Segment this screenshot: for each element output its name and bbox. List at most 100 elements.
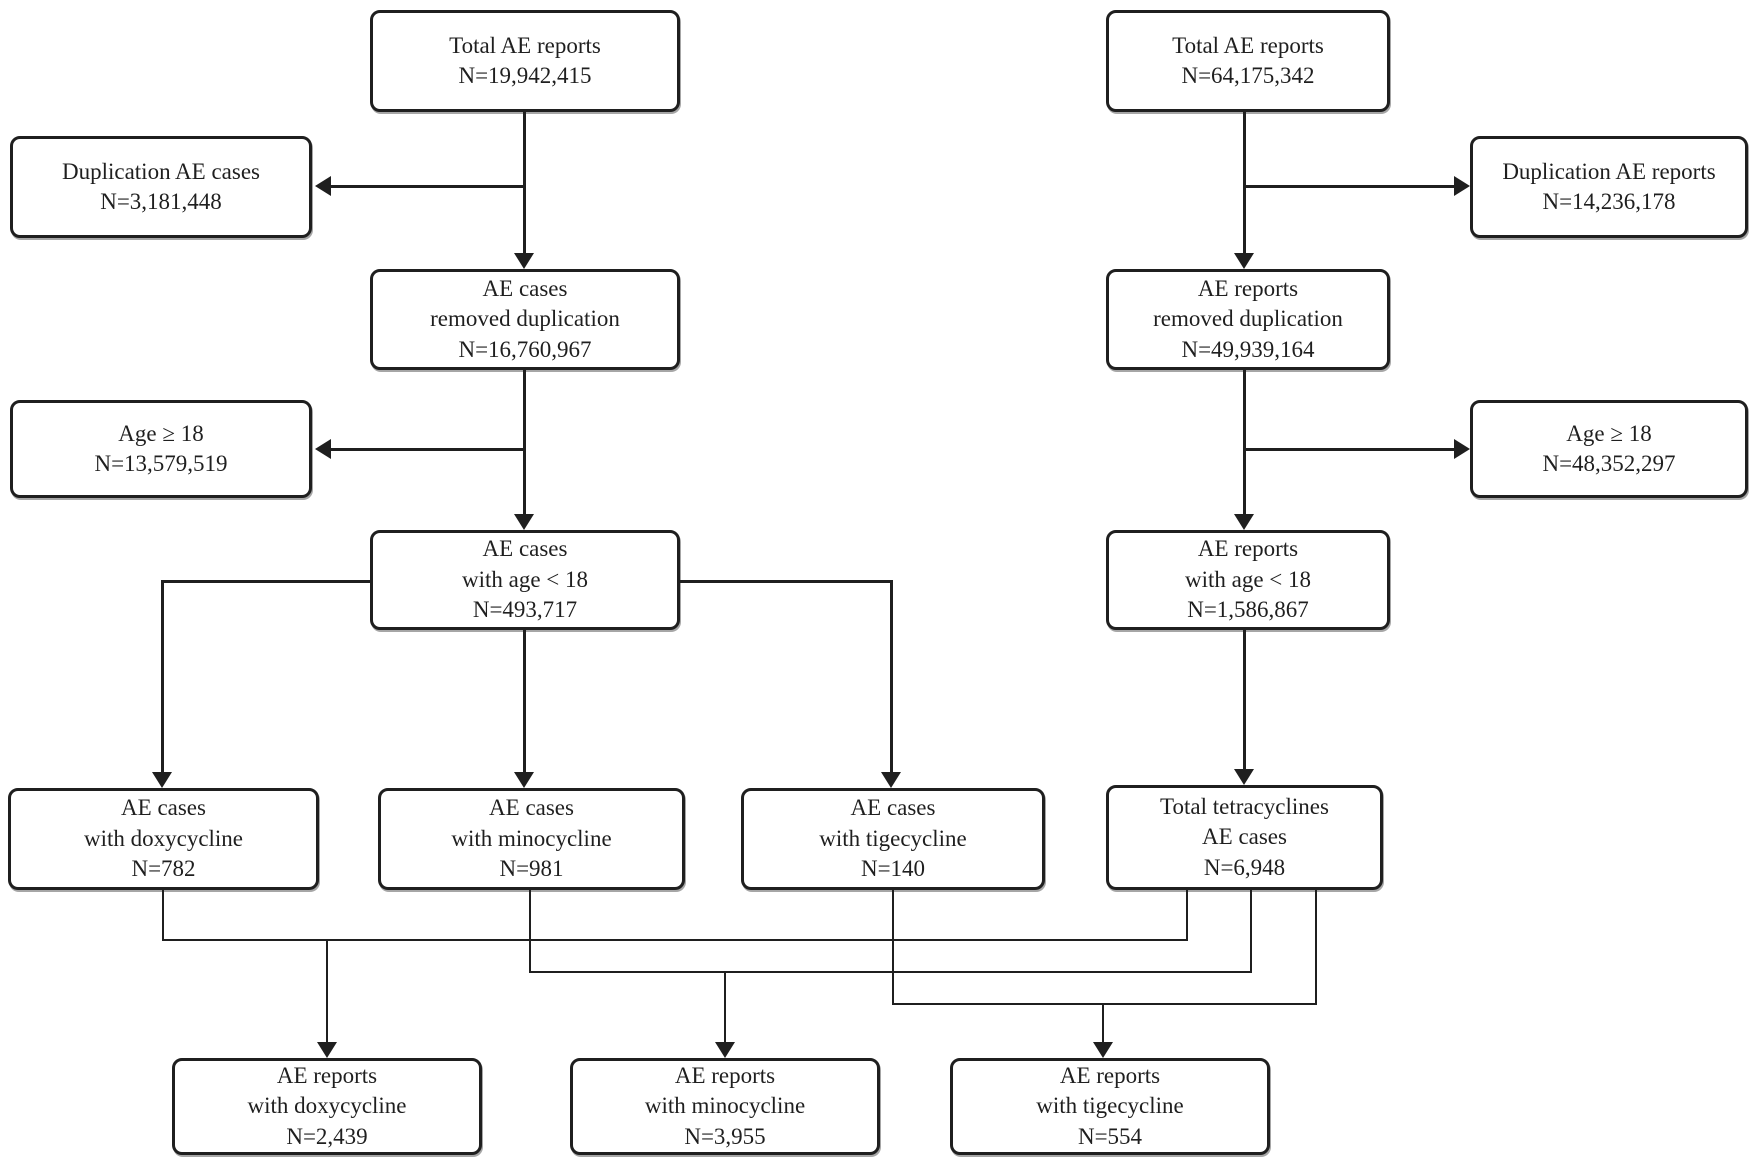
box-text-line: Total AE reports (1172, 32, 1324, 58)
box-text-line: N=1,586,867 (1187, 597, 1309, 623)
stub-tetracyclines-minocycline (1250, 890, 1252, 973)
arrowhead-left (315, 176, 331, 196)
arrowhead-down (317, 1042, 337, 1058)
connector-agelt18-to-tigecycline (890, 580, 893, 772)
box-text-line: Duplication AE cases (61, 158, 260, 184)
arrowhead-down (1234, 769, 1254, 785)
rail-minocycline-pooling (529, 971, 1252, 973)
box-text-line: AE reports (1059, 1062, 1161, 1088)
connector-agelt18-branch-right (680, 580, 893, 583)
arrowhead-left (315, 439, 331, 459)
box-text-line: AE cases (489, 795, 574, 821)
box-right-ae-reports-age-lt-18: AE reports with age < 18 N=1,586,867 (1106, 530, 1390, 630)
box-text-line: Age ≥ 18 (118, 420, 204, 446)
box-ae-cases-minocycline: AE cases with minocycline N=981 (378, 788, 685, 890)
arrowhead-down (715, 1042, 735, 1058)
connector-agelt18-branch-left (162, 580, 370, 583)
box-text-line: Total AE reports (449, 32, 601, 58)
box-text-line: N=493,717 (472, 597, 578, 623)
arrowhead-down (152, 772, 172, 788)
connector-right-total-to-removed (1243, 112, 1246, 255)
box-right-duplication-ae-reports: Duplication AE reports N=14,236,178 (1470, 136, 1748, 238)
stub-tetracyclines-tigecycline (1315, 890, 1317, 1005)
box-text-line: Total tetracyclines (1160, 793, 1329, 819)
stub-minocycline-cases-down (529, 890, 531, 973)
connector-left-to-duplication (331, 185, 526, 188)
connector-agelt18-to-minocycline (523, 630, 526, 774)
connector-left-removed-to-age (523, 370, 526, 516)
box-left-total-ae-reports: Total AE reports N=19,942,415 (370, 10, 680, 112)
box-text-line: N=3,181,448 (100, 189, 222, 214)
box-text-line: with doxycycline (247, 1093, 407, 1119)
box-text-line: N=554 (1077, 1123, 1143, 1149)
box-right-total-ae-reports: Total AE reports N=64,175,342 (1106, 10, 1390, 112)
arrowhead-down (514, 772, 534, 788)
drop-to-minocycline-reports (724, 971, 726, 1044)
box-text-line: N=6,948 (1203, 854, 1286, 880)
box-text-line: N=981 (499, 856, 564, 882)
box-ae-reports-tigecycline: AE reports with tigecycline N=554 (950, 1058, 1270, 1155)
connector-right-removed-to-age (1243, 370, 1246, 516)
box-text-line: AE reports (276, 1062, 378, 1088)
box-left-ae-cases-removed-duplication: AE cases removed duplication N=16,760,96… (370, 269, 680, 370)
box-ae-cases-doxycycline: AE cases with doxycycline N=782 (8, 788, 319, 890)
arrowhead-down (514, 514, 534, 530)
rail-tigecycline-pooling (892, 1003, 1317, 1005)
box-total-tetracyclines-ae-cases: Total tetracyclines AE cases N=6,948 (1106, 785, 1383, 890)
box-text-line: N=19,942,415 (458, 63, 592, 88)
box-text-line: N=48,352,297 (1542, 451, 1676, 476)
box-text-line: AE reports (1197, 275, 1299, 301)
connector-agelt18-to-doxycycline (161, 580, 164, 772)
box-text-line: AE reports (1197, 536, 1299, 562)
arrowhead-down (514, 253, 534, 269)
connector-left-to-age-ge-18 (331, 448, 526, 451)
box-text-line: with age < 18 (461, 566, 589, 592)
arrowhead-down (1093, 1042, 1113, 1058)
box-text-line: with age < 18 (1184, 566, 1312, 592)
drop-to-doxycycline-reports (326, 939, 328, 1044)
box-text-line: N=13,579,519 (94, 451, 228, 476)
box-text-line: with tigecycline (819, 825, 967, 851)
connector-right-to-age-ge-18 (1243, 448, 1454, 451)
stub-doxycycline-cases-down (162, 890, 164, 941)
box-text-line: N=2,439 (286, 1123, 368, 1149)
drop-to-tigecycline-reports (1102, 1003, 1104, 1044)
box-text-line: AE reports (674, 1062, 776, 1088)
stub-tetracyclines-doxycycline (1186, 890, 1188, 941)
box-left-ae-cases-age-lt-18: AE cases with age < 18 N=493,717 (370, 530, 680, 630)
stub-tigecycline-cases-down (892, 890, 894, 1005)
box-text-line: with tigecycline (1036, 1093, 1184, 1119)
box-text-line: AE cases (121, 795, 206, 821)
box-text-line: N=16,760,967 (458, 336, 592, 362)
box-text-line: removed duplication (430, 306, 620, 332)
box-ae-cases-tigecycline: AE cases with tigecycline N=140 (741, 788, 1045, 890)
box-text-line: N=3,955 (684, 1123, 766, 1149)
box-text-line: removed duplication (1153, 306, 1343, 332)
box-text-line: AE cases (482, 536, 568, 562)
arrowhead-right (1454, 176, 1470, 196)
box-right-ae-reports-removed-duplication: AE reports removed duplication N=49,939,… (1106, 269, 1390, 370)
box-text-line: with doxycycline (83, 825, 244, 851)
box-text-line: N=64,175,342 (1181, 63, 1315, 88)
arrowhead-down (881, 772, 901, 788)
rail-doxycycline-pooling (162, 939, 1188, 941)
box-text-line: AE cases (1202, 824, 1287, 850)
box-text-line: with minocycline (451, 825, 612, 851)
box-text-line: AE cases (482, 275, 568, 301)
box-left-age-ge-18: Age ≥ 18 N=13,579,519 (10, 400, 312, 498)
box-text-line: N=140 (860, 856, 926, 882)
arrowhead-right (1454, 439, 1470, 459)
box-text-line: N=49,939,164 (1181, 336, 1315, 362)
box-ae-reports-minocycline: AE reports with minocycline N=3,955 (570, 1058, 880, 1155)
box-right-age-ge-18: Age ≥ 18 N=48,352,297 (1470, 400, 1748, 498)
box-left-duplication-ae-cases: Duplication AE cases N=3,181,448 (10, 136, 312, 238)
box-text-line: AE cases (850, 795, 936, 821)
box-text-line: Age ≥ 18 (1566, 420, 1652, 446)
box-text-line: Duplication AE reports (1502, 158, 1716, 184)
box-text-line: N=14,236,178 (1542, 189, 1676, 214)
arrowhead-down (1234, 253, 1254, 269)
arrowhead-down (1234, 514, 1254, 530)
box-text-line: with minocycline (644, 1093, 806, 1119)
connector-left-total-to-removed (523, 112, 526, 255)
